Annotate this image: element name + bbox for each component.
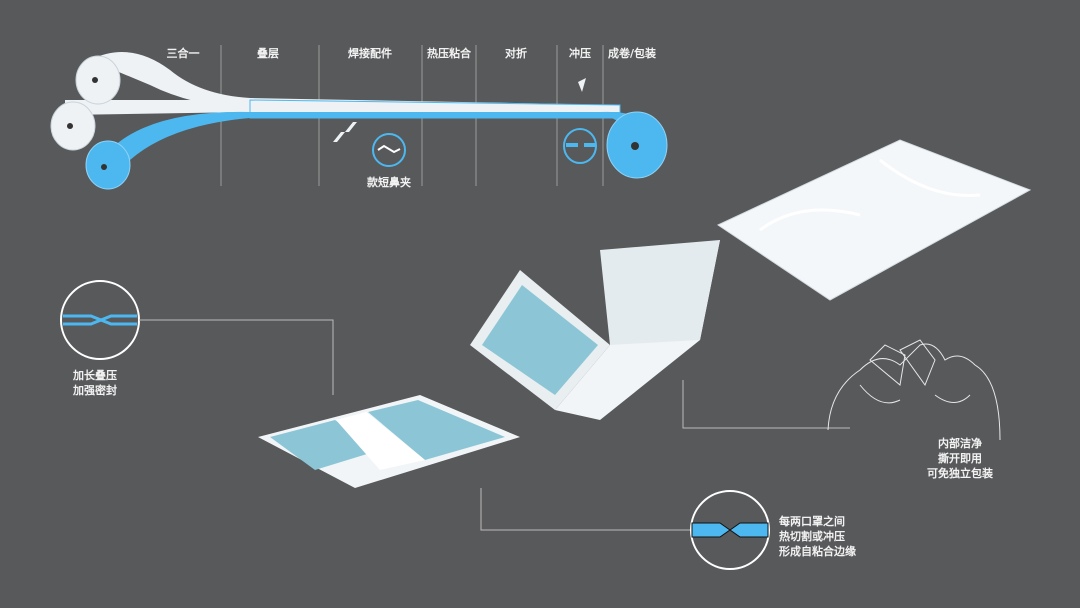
nose-clip-label: 款短鼻夹 [367, 176, 411, 189]
left-callout [60, 280, 334, 395]
step-label: 三合一 [166, 47, 200, 60]
flat-mask-sheet [258, 395, 520, 488]
note-line: 加强密封 [73, 384, 117, 397]
note-line: 每两口罩之间 [779, 515, 845, 528]
bottom-leader-line [480, 488, 690, 531]
left-callout-text: 加长叠压 加强密封 [73, 368, 117, 398]
note-line: 内部洁净 [938, 437, 982, 450]
note-line: 撕开即用 [938, 452, 982, 465]
step-label: 对折 [505, 47, 527, 60]
bottom-callout-text: 每两口罩之间 热切割或冲压 形成自粘合边缘 [779, 514, 856, 559]
step-label: 焊接配件 [348, 47, 392, 60]
right-callout-text: 内部洁净 撕开即用 可免独立包装 [900, 436, 1020, 481]
single-mask [716, 139, 1032, 301]
step-label: 叠层 [257, 47, 279, 60]
note-line: 形成自粘合边缘 [779, 545, 856, 558]
detail-circles [372, 128, 597, 167]
nose-clip-circle [372, 133, 406, 167]
step-label: 冲压 [569, 47, 591, 60]
folded-mask [470, 240, 720, 420]
hands-sketch-icon [827, 339, 1001, 441]
step-label: 成卷/包装 [607, 47, 657, 60]
note-line: 热切割或冲压 [779, 530, 845, 543]
right-leader-line [682, 380, 850, 429]
note-line: 可免独立包装 [927, 467, 993, 480]
production-line [50, 52, 668, 190]
bottom-callout [690, 490, 770, 570]
step-label: 热压粘合 [427, 47, 471, 60]
note-line: 加长叠压 [73, 369, 117, 382]
nose-clip-icon [377, 144, 401, 154]
